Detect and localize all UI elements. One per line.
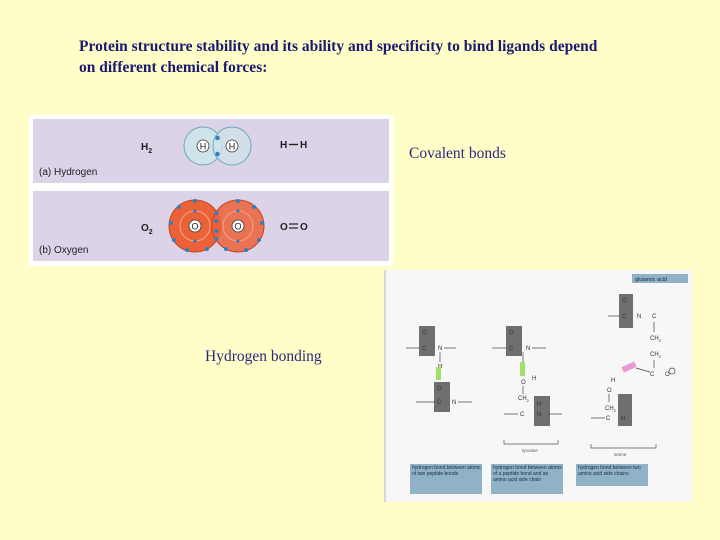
hydrogen-bond-figure: O C N H O C N O C N O H CH2 [384, 270, 692, 502]
hydrogen-bonding-label: Hydrogen bonding [205, 348, 322, 365]
ch2-label: CH2 [518, 396, 530, 403]
oxygen-atom-symbol-left: O [191, 222, 198, 232]
caption-box-3 [576, 464, 648, 486]
oxygen-nucleus-left [188, 219, 202, 233]
charge-symbol [668, 367, 676, 375]
h2-formula: H2 [141, 142, 152, 155]
atom-label: C [650, 372, 655, 378]
covalent-bond-figure: H2 H H H H (a) Hydrogen O2 O O [29, 115, 393, 266]
ch2-label: CH2 [605, 406, 617, 413]
atom-label: O [607, 388, 612, 394]
bracket [590, 444, 657, 449]
atom-label: C [509, 346, 514, 352]
atom-label: N [621, 416, 625, 422]
atom-label: N [526, 346, 530, 352]
ch2-label: CH2 [650, 352, 662, 359]
o-o-right: O [300, 222, 308, 233]
atom-label: O [521, 380, 526, 386]
peptide-highlight [619, 294, 633, 328]
hydrogen-bond-diagram: O C N H O C N O C N O H CH2 [406, 274, 688, 494]
atom-label: O [622, 298, 627, 304]
atom-label: C [520, 412, 525, 418]
caption-text-1: hydrogen bond between atoms of two pepti… [412, 465, 481, 477]
atom-label: N [537, 412, 541, 418]
o-o-left: O [280, 222, 288, 233]
covalent-bond-diagram: H2 H H H H (a) Hydrogen O2 O O [33, 119, 389, 261]
atom-label: C [606, 416, 611, 422]
hbond-highlight [520, 362, 525, 376]
ch2-label: CH2 [650, 336, 662, 343]
atom-label: O [437, 386, 442, 392]
peptide-highlight [419, 326, 435, 356]
amino-acid-tag-text: glutamic acid [635, 277, 667, 283]
hydrogen-caption: (a) Hydrogen [39, 167, 97, 178]
bracket-label: serine [614, 452, 627, 457]
atom-label: C [422, 346, 427, 352]
shared-electron [215, 151, 220, 157]
bracket [503, 440, 559, 445]
atom-label: N [438, 346, 442, 352]
peptide-highlight [618, 394, 632, 426]
atom-label: O [422, 330, 427, 336]
hydrogen-atom-symbol-left: H [200, 142, 207, 152]
atom-label: N [452, 400, 456, 406]
oxygen-nucleus-right [231, 219, 245, 233]
atom-label: O [665, 372, 670, 378]
peptide-highlight [506, 326, 522, 356]
caption-text-2: hydrogen bond between atoms of a peptide… [493, 465, 562, 483]
h-h-right: H [300, 140, 307, 151]
caption-box-1 [410, 464, 482, 494]
atom-label: N [637, 314, 641, 320]
atom-label: C [622, 314, 627, 320]
hydrogen-nucleus-right [225, 139, 239, 153]
peptide-highlight [534, 396, 550, 426]
atom-label: C [652, 314, 657, 320]
hydrogen-nucleus-left [196, 139, 210, 153]
slide-heading: Protein structure stability and its abil… [79, 38, 598, 76]
caption-text-3: hydrogen bond between two amino acid sid… [578, 465, 641, 477]
atom-label: H [532, 376, 536, 382]
atom-label: H [537, 402, 541, 408]
atom-label: O [509, 330, 514, 336]
bracket-label: tyrosine [522, 448, 538, 453]
hbond-highlight [621, 361, 637, 373]
oxygen-electrons [169, 199, 264, 252]
o2-formula: O2 [141, 223, 153, 236]
hydrogen-atom-symbol-right: H [229, 142, 236, 152]
oxygen-caption: (b) Oxygen [39, 245, 88, 256]
bond-line [635, 367, 651, 373]
amino-acid-tag [632, 274, 688, 283]
atom-label: C [437, 400, 442, 406]
shared-electron [215, 135, 220, 141]
covalent-bonds-label: Covalent bonds [409, 145, 506, 162]
hbond-highlight [436, 367, 441, 380]
atom-label: H [611, 378, 615, 384]
oxygen-atom-symbol-right: O [234, 222, 241, 232]
h-h-left: H [280, 140, 287, 151]
caption-box-2 [491, 464, 563, 494]
peptide-highlight [434, 382, 450, 412]
